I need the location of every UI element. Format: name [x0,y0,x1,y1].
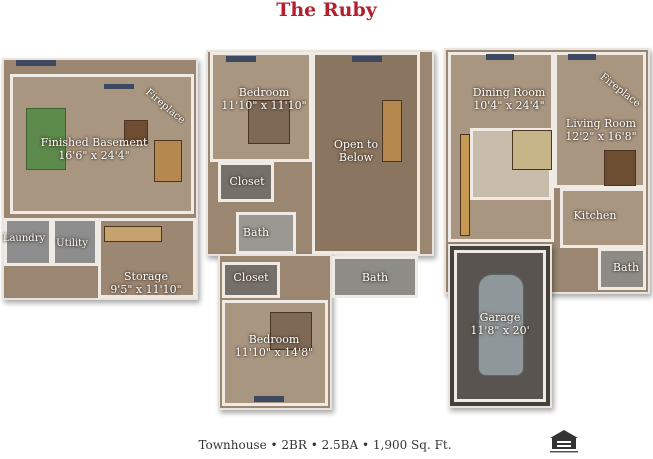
bath-right-label: Bath [361,271,389,284]
garage-label: Garage 11'8" x 20' [458,311,542,337]
bed-bottom-furniture [270,312,312,350]
utility-room [52,218,98,266]
window-icon [226,56,256,62]
open-to-below-label: Open to Below [320,138,392,164]
open-to-below-line1: Open to [333,138,379,151]
bedroom-top-label: Bedroom 11'10" x 11'10" [214,86,314,112]
garage-plan [448,244,552,408]
kitchen-label: Kitchen [573,209,617,222]
tv-stand-furniture [124,120,148,144]
bedroom-bottom-label: Bedroom 11'10" x 14'8" [224,333,324,359]
dining-room-label: Dining Room 10'4" x 24'4" [466,86,552,112]
window-icon [486,54,514,60]
main-bath-label: Bath [612,261,640,274]
finished-basement-label: Finished Basement 16'6" x 24'4" [26,136,162,162]
living-room [554,52,646,188]
finished-basement-dims: 16'6" x 24'4" [58,149,130,162]
laundry-room [4,218,52,266]
basement-floor-plan [2,58,198,300]
bedroom-bottom-dims: 11'10" x 14'8" [234,346,314,359]
window-icon [16,60,56,66]
garage-name: Garage [479,311,521,324]
bath-mid-label: Bath [242,226,270,239]
sofa-furniture [604,150,636,186]
storage-label: Storage 9'5" x 11'10" [98,270,194,296]
window-icon [104,84,134,89]
page-title: The Ruby [276,0,377,21]
bed-furniture [248,100,290,144]
utility-label: Utility [56,238,88,249]
main-bath-room [598,248,646,290]
closet-top-label: Closet [229,175,265,188]
pool-table-rug [26,108,66,170]
closet-bottom-label: Closet [233,271,269,284]
bath-right-room [332,256,418,298]
closet-bottom-room [222,262,280,298]
stairs-furniture [104,226,162,242]
open-to-below-line2: Below [338,151,374,164]
laundry-label: Laundry [2,233,46,244]
dining-room-name: Dining Room [472,86,546,99]
storage-name: Storage [124,270,168,283]
living-room-dims: 12'2" x 16'8" [565,130,637,143]
finished-basement-name: Finished Basement [40,136,148,149]
bedroom-top-name: Bedroom [238,86,290,99]
window-icon [254,396,284,402]
sofa-furniture [154,140,182,182]
storage-dims: 9'5" x 11'10" [110,283,182,296]
garage-dims: 11'8" x 20' [470,324,530,337]
equal-housing-opportunity-icon [550,430,578,453]
living-room-label: Living Room 12'2" x 16'8" [556,117,646,143]
bedroom-bottom-name: Bedroom [248,333,300,346]
window-icon [352,56,382,62]
window-icon [568,54,596,60]
closet-top-room [218,162,274,202]
dining-room-dims: 10'4" x 24'4" [473,99,545,112]
property-summary: Townhouse • 2BR • 2.5BA • 1,900 Sq. Ft. [198,438,452,452]
open-to-below-area [312,52,420,254]
bedroom-top-dims: 11'10" x 11'10" [221,99,307,112]
table-furniture [460,134,470,236]
car-icon [478,274,524,376]
balcony-rail-furniture [382,100,402,162]
living-room-name: Living Room [565,117,637,130]
bath-mid-room [236,212,296,254]
kitchen-counter-furniture [512,130,552,170]
kitchen-floor [560,188,646,248]
